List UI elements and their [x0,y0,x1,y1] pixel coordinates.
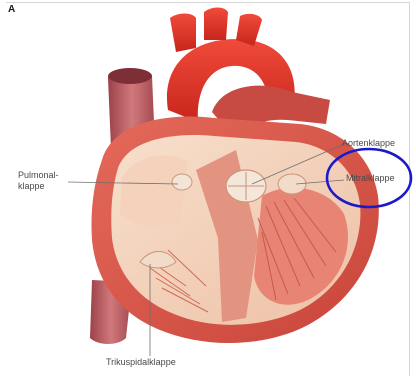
aorta-branch-3 [236,14,262,46]
aorta-branch-2 [204,8,228,41]
vena-cava-opening [108,68,152,84]
label-pulmonalklappe: Pulmonal- klappe [18,170,59,192]
label-mitralklappe: Mitralklappe [346,173,395,184]
pulmonal-valve-shape [172,174,192,190]
label-pulmonal-line1: Pulmonal- [18,170,59,181]
label-trikuspidalklappe: Trikuspidalklappe [106,357,176,368]
label-pulmonal-line2: klappe [18,181,59,192]
aorta-branch-1 [170,14,196,53]
mitral-valve-shape [278,174,306,194]
label-aortenklappe: Aortenklappe [342,138,395,149]
